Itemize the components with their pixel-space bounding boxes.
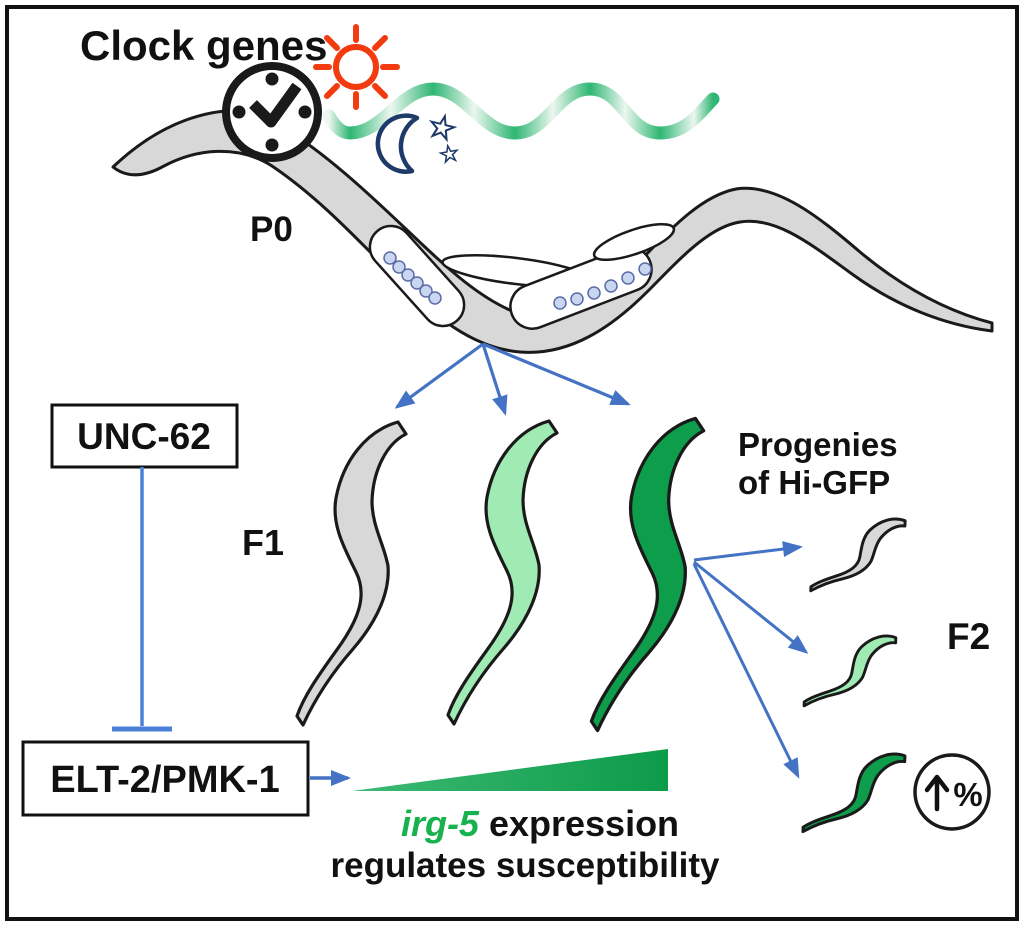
progenies-label-line1: Progenies (738, 426, 898, 463)
elt2-pmk1-box-frame (21, 740, 310, 817)
eggs (383, 251, 652, 310)
circadian-wave-icon (322, 82, 720, 140)
caption-line2: regulates susceptibility (330, 846, 720, 885)
arrow (481, 343, 508, 416)
egg (638, 262, 652, 276)
egg (621, 271, 635, 285)
egg (419, 284, 433, 298)
egg (392, 260, 406, 274)
unc62-box-frame (50, 403, 239, 469)
inhibition-connector (112, 467, 172, 732)
sun-icon (313, 24, 400, 110)
p0-label: P0 (250, 210, 293, 249)
arrow (394, 342, 484, 409)
arrow (693, 541, 803, 562)
badge-circle (913, 753, 991, 831)
egg (604, 279, 618, 293)
egg (587, 286, 601, 300)
elt2-pmk1-box: ELT-2/PMK-1 (21, 740, 310, 817)
unc62-box: UNC-62 (50, 403, 239, 469)
gene-name: irg-5 (401, 803, 480, 844)
p0-to-f1-arrows (394, 342, 631, 416)
f1-label: F1 (242, 522, 284, 563)
clock-ticks (232, 72, 312, 152)
moon-stars-icon: ☆ ☆ (375, 106, 463, 174)
gonad-arm (509, 246, 653, 330)
clock-icon (222, 62, 322, 162)
p0-worm (111, 109, 994, 354)
f2-label: F2 (947, 616, 990, 657)
increase-percent-badge: % (913, 753, 991, 831)
caption-gene-rest: expression (479, 803, 679, 844)
arrow (692, 563, 800, 779)
arrow (482, 342, 631, 406)
figure-title: Clock genes (80, 22, 327, 69)
egg (383, 251, 397, 265)
egg (428, 291, 442, 305)
elt2-pmk1-box-label: ELT-2/PMK-1 (50, 759, 279, 801)
moon-icon (375, 113, 420, 174)
egg (401, 268, 415, 282)
up-arrow-icon (924, 774, 950, 812)
egg (570, 292, 584, 306)
star-icon: ☆ (436, 139, 462, 169)
arrow (693, 560, 809, 654)
caption-line1: irg-5 expression (401, 803, 679, 844)
gonad-arm (592, 222, 676, 262)
egg (553, 296, 567, 310)
egg (410, 276, 424, 290)
expression-gradient-triangle (352, 749, 668, 791)
badge-percent-label: % (953, 776, 982, 813)
progenies-label-line2: of Hi-GFP (738, 464, 890, 501)
clock-hands (249, 82, 302, 128)
unc62-box-label: UNC-62 (77, 416, 211, 457)
f1-to-f2-arrows (692, 541, 809, 779)
